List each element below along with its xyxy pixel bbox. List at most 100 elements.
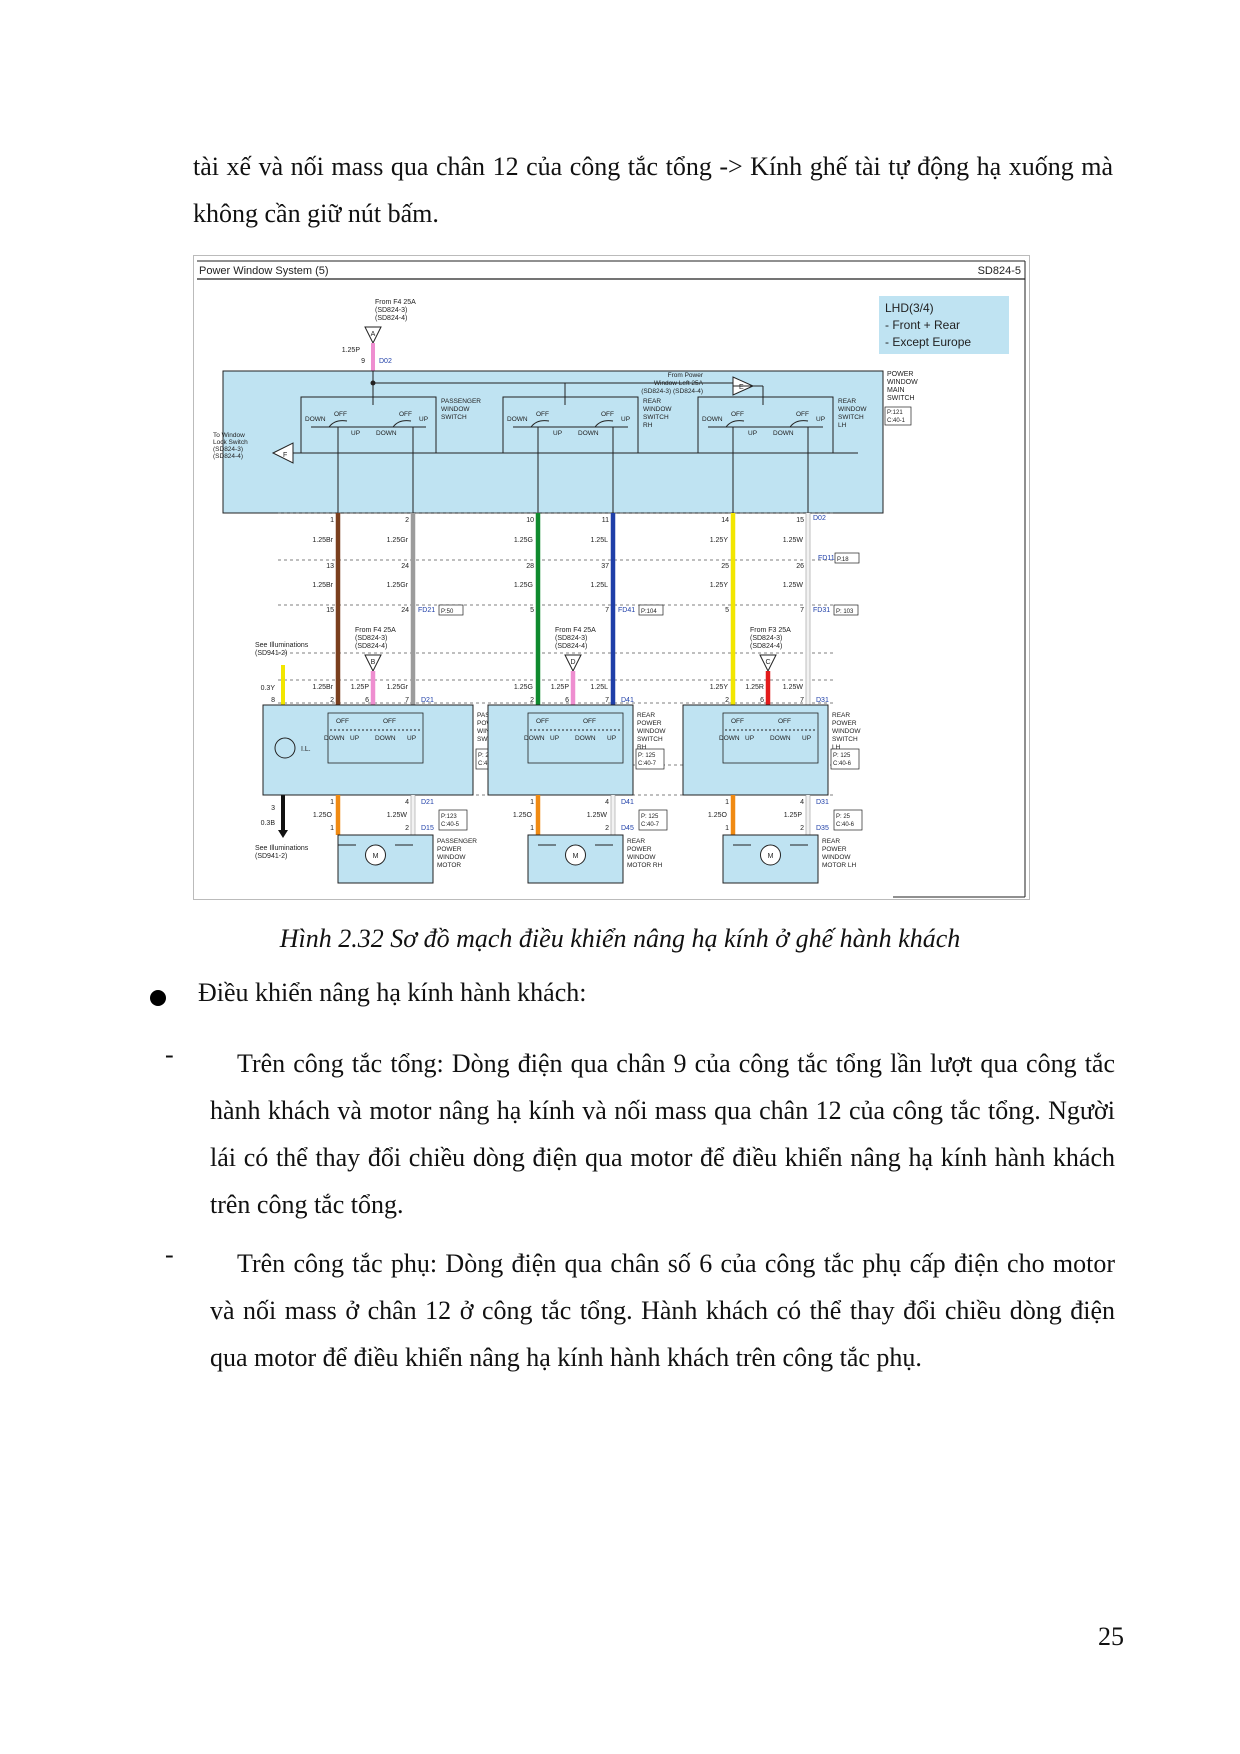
main-sub-switch-label-1: SWITCH: [643, 414, 669, 421]
psw-up2-2: UP: [802, 735, 811, 742]
pin-motor-l-0: 1: [330, 825, 334, 832]
item2-text: Trên công tắc phụ: Dòng điện qua chân số…: [210, 1249, 1115, 1372]
pin-sw-m-2: 6: [760, 697, 764, 704]
psw-up-0: UP: [350, 735, 359, 742]
sw-down2-2: DOWN: [773, 430, 794, 437]
pin-main-l-2: 14: [721, 517, 729, 524]
sw-down2-1: DOWN: [578, 430, 599, 437]
pin-mid-l-2: 25: [721, 563, 729, 570]
sw-up2-1: UP: [553, 430, 562, 437]
pin-low-l-1: 5: [530, 607, 534, 614]
top-fuse-label: (SD824-3): [375, 307, 407, 314]
psw-down-1: DOWN: [524, 735, 545, 742]
pin-sw-r-2: 7: [800, 697, 804, 704]
main-sub-switch-label-2: LH: [838, 422, 847, 429]
wire-sw-m-0: 1.25P: [351, 684, 370, 691]
fuse-letter-0: B: [371, 659, 376, 666]
power-switch-label-1: SWITCH: [637, 736, 663, 743]
pin-mid-l-0: 13: [326, 563, 334, 570]
motor-box-0: [337, 834, 434, 884]
psw-up2-1: UP: [607, 735, 616, 742]
psw-off-1: OFF: [536, 718, 549, 725]
motor-icon-0: [365, 844, 386, 866]
power-switch-part-box-1: [635, 748, 665, 770]
code-sw-2: D31: [816, 697, 829, 704]
fuse-triangle-1: [564, 654, 582, 673]
power-switch-part-0: C:40-5: [478, 761, 497, 767]
pin-sw-l-0: 2: [330, 697, 334, 704]
pin-sw-m-1: 6: [565, 697, 569, 704]
main-sub-switch-label-1: WINDOW: [643, 406, 672, 413]
main-switch-part: C:40-1: [887, 418, 906, 424]
see-illum-top: (SD941-2): [255, 650, 287, 657]
wire-main-r-0: 1.25Gr: [387, 537, 409, 544]
power-switch-inner-2: [722, 712, 819, 764]
code-low-0: FD21: [418, 607, 435, 614]
wiring-code: D02: [813, 515, 826, 522]
top-fuse-label: From F4 25A: [375, 299, 416, 306]
sw-off-0: OFF: [334, 411, 347, 418]
lock-switch-label: (SD824-4): [213, 453, 243, 460]
sw-arm-1: [530, 420, 550, 428]
see-illum-top: See Illuminations: [255, 642, 309, 649]
lhd-text: - Except Europe: [885, 335, 971, 349]
power-switch-box-0: [262, 704, 474, 796]
pin-low-l-2: 5: [725, 607, 729, 614]
motor-part-0: C:40-5: [441, 822, 460, 828]
item1-paragraph: Trên công tắc tổng: Dòng điện qua chân 9…: [210, 1040, 1115, 1228]
main-sub-switch-2: [697, 396, 834, 454]
pin-out-r-2: 4: [800, 799, 804, 806]
motor-label-2: WINDOW: [822, 854, 851, 861]
wire-sw-r-0: 1.25Gr: [387, 684, 409, 691]
psw-down2-0: DOWN: [375, 735, 396, 742]
motor-part-1: C:40-7: [641, 822, 660, 828]
power-switch-label-2: POWER: [832, 720, 857, 727]
sw-arm-2: [725, 420, 745, 428]
wire-out-label-l-0: 1.25O: [313, 812, 333, 819]
sw-up-2: UP: [816, 416, 825, 423]
motor-label-0: PASSENGER: [437, 838, 477, 845]
part-low-box-2: [833, 604, 859, 616]
wire-out-label-l-2: 1.25O: [708, 812, 728, 819]
main-switch-label: WINDOW: [887, 379, 918, 386]
see-illum-bottom: See Illuminations: [255, 845, 309, 852]
motor-label-1: WINDOW: [627, 854, 656, 861]
wire-mid-l-2: 1.25Y: [710, 582, 729, 589]
top-pin-code: D02: [379, 358, 392, 365]
power-switch-label-1: POWER: [637, 720, 662, 727]
wire-sw-r-2: 1.25W: [783, 684, 804, 691]
pin-motor-l-1: 1: [530, 825, 534, 832]
power-switch-label-2: LH: [832, 744, 841, 751]
sw-down-2: DOWN: [702, 416, 723, 423]
top-connector-letter: A: [371, 331, 376, 338]
main-sub-switch-label-2: REAR: [838, 398, 856, 405]
figure-caption: Hình 2.32 Sơ đồ mạch điều khiển nâng hạ …: [279, 924, 961, 953]
wire-sw-l-2: 1.25Y: [710, 684, 729, 691]
code-motor-b-1: D45: [621, 825, 634, 832]
pin-low-r-0: 24: [401, 607, 409, 614]
wire-mid-l-0: 1.25Br: [312, 582, 333, 589]
lhd-text: - Front + Rear: [885, 318, 960, 332]
psw-up-1: UP: [550, 735, 559, 742]
lhd-text: LHD(3/4): [885, 301, 934, 315]
pin-main-l-0: 1: [330, 517, 334, 524]
pin-mid-r-0: 24: [401, 563, 409, 570]
pin-motor-l-2: 1: [725, 825, 729, 832]
illum-wire-bottom: 0.3B: [261, 820, 276, 827]
motor-symbol-1: M: [573, 853, 579, 860]
motor-icon-2: [760, 844, 781, 866]
main-switch-part-box: [884, 406, 912, 426]
item1-text: Trên công tắc tổng: Dòng điện qua chân 9…: [210, 1049, 1115, 1219]
wire-main-l-2: 1.25Y: [710, 537, 729, 544]
main-sub-switch-label-2: WINDOW: [838, 406, 867, 413]
power-switch-part-0: P: 23: [478, 753, 493, 759]
item2-dash: -: [165, 1240, 174, 1269]
psw-off2-1: OFF: [583, 718, 596, 725]
wire-mid-r-2: 1.25W: [783, 582, 804, 589]
lock-switch-label: To Window: [213, 432, 245, 439]
intro-paragraph: tài xế và nối mass qua chân 12 của công …: [193, 152, 1113, 228]
main-sub-switch-label-1: REAR: [643, 398, 661, 405]
code-motor-a-0: D21: [421, 799, 434, 806]
psw-off-2: OFF: [731, 718, 744, 725]
wire-out-label-r-0: 1.25W: [387, 812, 408, 819]
